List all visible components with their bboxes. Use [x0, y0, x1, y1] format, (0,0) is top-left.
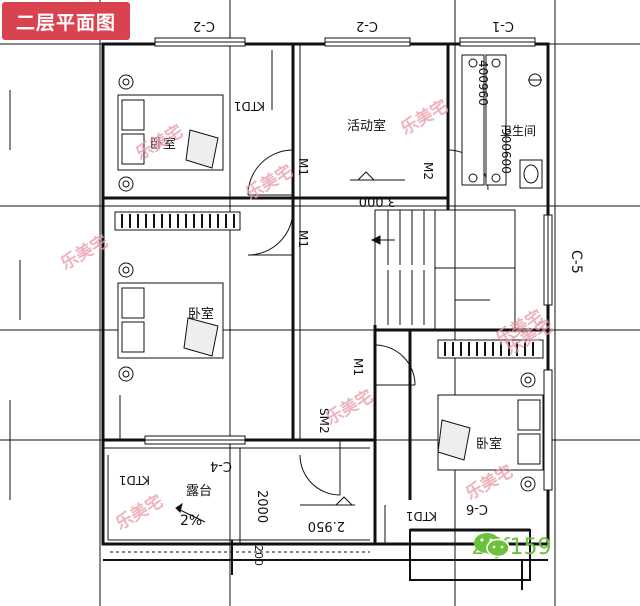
- dimension-side: 200: [252, 545, 265, 566]
- door-tag-m1-c: M1: [351, 358, 365, 376]
- bed-bottom-right: [437, 372, 544, 492]
- bed-top-left: [117, 74, 224, 192]
- window-tag-c2-left: C-2: [193, 18, 215, 33]
- window-tag-c6: C-6: [466, 501, 488, 516]
- dimension-terrace-depth: 2000: [254, 490, 269, 523]
- room-label-bathroom: 卫生间: [500, 124, 536, 138]
- staircase: [370, 209, 516, 331]
- level-label-activity: 3.000: [359, 193, 396, 208]
- door-tag-m1-a: M1: [296, 158, 310, 176]
- door-tag-m1-b: M1: [296, 230, 310, 248]
- wechat-tag: zcjf159: [472, 530, 552, 564]
- door-tag-ktd1-bottom: KTD1: [406, 509, 437, 523]
- slope-label: 2%: [180, 513, 202, 529]
- bed-mid-left: [117, 262, 224, 382]
- window-tag-c4: C-4: [210, 458, 232, 473]
- terrace-details: [107, 455, 523, 590]
- bathroom-fixtures: [461, 54, 543, 189]
- level-label-terrace: 2.950: [308, 518, 345, 533]
- wardrobes: [114, 211, 544, 359]
- room-label-activity-room: 活动室: [347, 118, 386, 134]
- watermark: 乐美宅: [397, 96, 452, 140]
- window-tag-c1: C-1: [492, 18, 514, 33]
- door-tag-m2: M2: [421, 162, 435, 180]
- wechat-icon: [474, 533, 510, 558]
- fixture-label-sink-b: 900600: [499, 128, 513, 174]
- door-tag-sm2: SM2: [317, 408, 331, 434]
- room-label-bedroom-top-left: 卧室: [150, 136, 176, 152]
- room-label-bedroom-bottom-right: 卧室: [476, 436, 502, 452]
- window-tag-c5: C-5: [568, 250, 584, 274]
- door-tag-ktd1-top: KTD1: [234, 99, 265, 113]
- fixture-label-sink-a: 400960: [476, 60, 490, 106]
- room-label-bedroom-mid-left: 卧室: [188, 306, 214, 322]
- room-label-terrace: 露台: [186, 484, 212, 499]
- door-tag-ktd1-terrace: KTD1: [119, 473, 150, 487]
- plan-title: 二层平面图: [2, 2, 130, 40]
- window-bands: [144, 37, 553, 491]
- watermark: 乐美宅: [112, 491, 167, 535]
- watermark: 乐美宅: [322, 386, 377, 430]
- level-markers: [300, 171, 405, 506]
- window-tag-c2-mid: C-2: [356, 18, 378, 33]
